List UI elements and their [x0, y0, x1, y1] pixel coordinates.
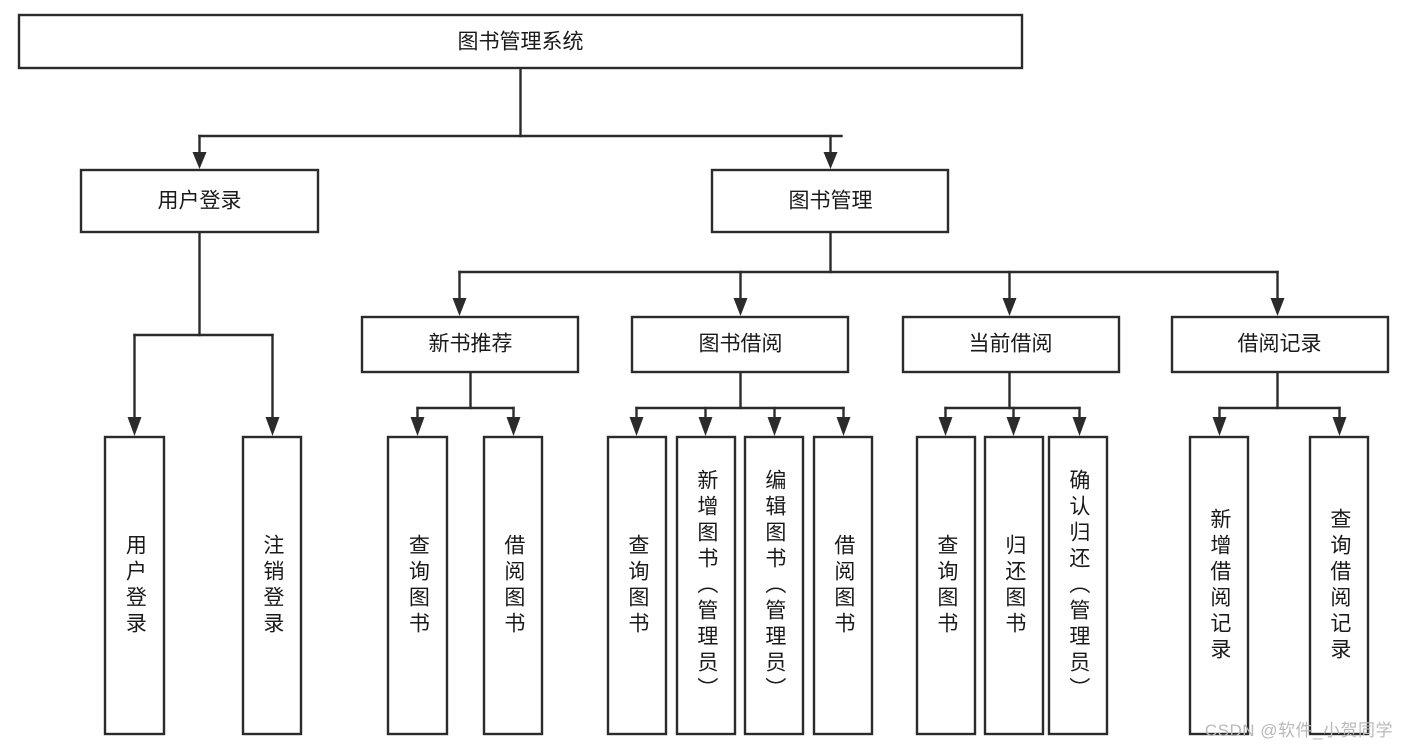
leaf-box-add-record[interactable]	[1188, 435, 1250, 736]
leaf-box-user-login[interactable]	[103, 435, 166, 736]
leaf-box-confirm-return[interactable]	[1047, 435, 1109, 736]
arrowhead-leaf-logout	[265, 417, 280, 436]
leaf-box-query-record[interactable]	[1308, 435, 1370, 736]
node-current-borrow-label: 当前借阅	[969, 333, 1053, 356]
node-root-label: 图书管理系统	[458, 31, 584, 54]
node-borrow-record[interactable]: 借阅记录	[1170, 315, 1390, 374]
arrowhead-leaf-add-record	[1212, 417, 1227, 436]
node-new-book-recommend-label: 新书推荐	[429, 333, 513, 356]
leaf-box-edit-book[interactable]	[743, 435, 805, 736]
connectors-user-login-to-leaves	[127, 230, 280, 436]
leaf-box-query-book-c[interactable]	[915, 435, 977, 736]
arrowhead-current-borrow	[1002, 298, 1017, 316]
arrowhead-leaf-query-book-a	[410, 417, 425, 436]
node-book-borrow-label: 图书借阅	[699, 333, 783, 356]
arrowhead-leaf-query-book-b	[629, 417, 644, 436]
node-current-borrow[interactable]: 当前借阅	[901, 315, 1121, 374]
arrowhead-leaf-edit-book	[767, 417, 782, 436]
node-root-box	[17, 13, 1024, 70]
arrowhead-leaf-add-book	[698, 417, 713, 436]
leaf-box-return-book[interactable]	[983, 435, 1045, 736]
node-user-login-label: 用户登录	[158, 190, 242, 213]
arrowhead-new-book	[452, 298, 467, 316]
arrowhead-leaf-query-record	[1332, 417, 1347, 436]
node-borrow-record-label: 借阅记录	[1238, 333, 1322, 356]
arrowhead-leaf-confirm-return	[1072, 417, 1087, 436]
leaf-box-add-book[interactable]	[675, 435, 737, 736]
connectors-borrow-to-leaves	[629, 370, 851, 436]
node-book-management[interactable]: 图书管理	[710, 168, 950, 234]
arrowhead-leaf-borrow-book-a	[506, 417, 521, 436]
node-user-login[interactable]: 用户登录	[79, 168, 320, 234]
arrowhead-user-login	[192, 152, 207, 169]
node-borrow-record-box	[1170, 315, 1390, 374]
node-book-management-box	[710, 168, 950, 234]
arrowhead-borrow-record	[1270, 298, 1285, 316]
arrowhead-leaf-return-book	[1006, 417, 1021, 436]
leaf-box-logout[interactable]	[241, 435, 303, 736]
connectors-new-book-to-leaves	[410, 370, 521, 436]
arrowhead-leaf-borrow-book-b	[836, 417, 851, 436]
connectors-root-to-level2	[192, 66, 843, 169]
leaf-box-query-book-a[interactable]	[386, 435, 449, 736]
node-book-borrow[interactable]: 图书借阅	[630, 315, 850, 374]
node-current-borrow-box	[901, 315, 1121, 374]
arrowhead-leaf-user-login	[127, 417, 142, 436]
node-new-book-recommend[interactable]: 新书推荐	[360, 315, 580, 374]
node-root[interactable]: 图书管理系统	[17, 13, 1024, 70]
leaf-box-borrow-book-a[interactable]	[482, 435, 544, 736]
connectors-book-mgmt-to-level3	[452, 230, 1285, 316]
leaf-box-query-book-b[interactable]	[606, 435, 668, 736]
node-book-borrow-box	[630, 315, 850, 374]
arrowhead-leaf-query-book-c	[938, 417, 953, 436]
leaf-box-borrow-book-b[interactable]	[812, 435, 874, 736]
node-user-login-box	[79, 168, 320, 234]
connectors-current-borrow-to-leaves	[938, 370, 1087, 436]
connectors-borrow-record-to-leaves	[1212, 370, 1347, 436]
arrowhead-book-mgmt	[823, 152, 838, 169]
arrowhead-borrow	[733, 298, 748, 316]
node-book-management-label: 图书管理	[789, 190, 873, 213]
node-new-book-recommend-box	[360, 315, 580, 374]
